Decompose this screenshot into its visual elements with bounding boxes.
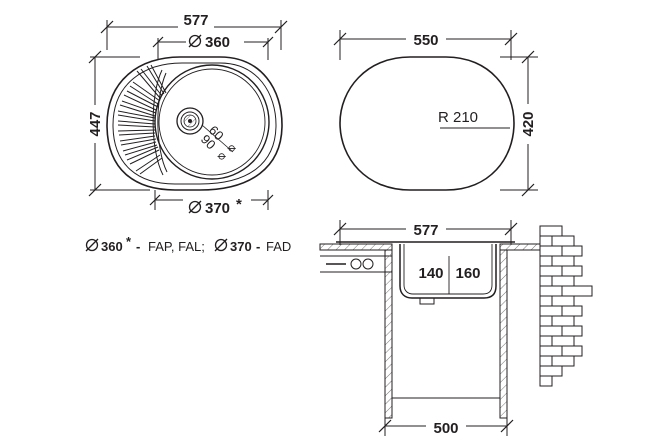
- sink-inner-rim: [112, 62, 277, 185]
- drain-outlet: [419, 297, 435, 305]
- diameter-icon: [188, 34, 202, 48]
- bowl-depth-label-1: 140: [418, 265, 443, 282]
- drainboard-divider: [152, 69, 164, 176]
- legend-sep-1: -: [136, 239, 140, 254]
- sink-outer-rim: [106, 56, 283, 191]
- outer-diameter-asterisk: *: [236, 196, 242, 213]
- diameter-icon: [85, 238, 99, 252]
- hob-front: [320, 255, 392, 273]
- radius-label: R 210: [438, 109, 478, 126]
- cutout-depth-label: 420: [520, 111, 537, 136]
- diameter-icon: [214, 238, 228, 252]
- cabinet-width-dimension: 500: [378, 416, 514, 437]
- radius-annotation: R 210: [438, 109, 510, 129]
- cutout-width-label: 550: [413, 32, 438, 49]
- outer-diameter-label: 370: [205, 200, 230, 217]
- cabinet-walls: [384, 249, 508, 419]
- drain-diameter-mark-2: ⌀: [215, 148, 230, 163]
- bowl-inner-outline: [158, 68, 266, 176]
- section-top-width-dimension: 577: [333, 220, 518, 245]
- cabinet-width-label: 500: [433, 420, 458, 437]
- bowl-diameter-dimension: 360: [152, 33, 274, 60]
- drainboard-ribs: [117, 64, 167, 175]
- legend-models-2: FAD: [266, 239, 291, 254]
- section-top-width-label: 577: [413, 222, 438, 239]
- depth-label: 447: [87, 111, 104, 136]
- legend-sep-2: -: [256, 239, 260, 254]
- legend-asterisk: *: [126, 234, 132, 249]
- legend-models-1: FAP, FAL;: [148, 239, 205, 254]
- bowl-profile: [399, 244, 497, 299]
- cutout-depth-dimension: 420: [500, 50, 538, 197]
- drain-icon: [176, 107, 204, 135]
- cutout-view: 550 R 210 420: [333, 30, 538, 197]
- section-view: 577 140 160: [319, 220, 593, 437]
- brick-wall: [539, 225, 593, 387]
- cutout-width-dimension: 550: [333, 30, 518, 60]
- sink-top-view: 577 360 447: [86, 10, 288, 217]
- depth-dimension: 447: [86, 50, 150, 197]
- countertop: [319, 241, 541, 251]
- bowl-outline: [154, 64, 270, 180]
- bowl-diameter-label: 360: [205, 34, 230, 51]
- top-width-label: 577: [183, 12, 208, 29]
- cutout-outline: [339, 56, 515, 191]
- bowl-depth-label-2: 160: [455, 265, 480, 282]
- drain-dimension-labels: 60 ⌀ 90 ⌀: [198, 123, 240, 164]
- legend-diameter-1: 360: [101, 239, 123, 254]
- width-dimension-top: 577: [100, 10, 288, 50]
- diameter-icon: [188, 200, 202, 214]
- legend-diameter-2: 370: [230, 239, 252, 254]
- legend: 360 * - FAP, FAL; 370 - FAD: [85, 234, 291, 254]
- outer-diameter-dimension: 370 *: [149, 190, 274, 217]
